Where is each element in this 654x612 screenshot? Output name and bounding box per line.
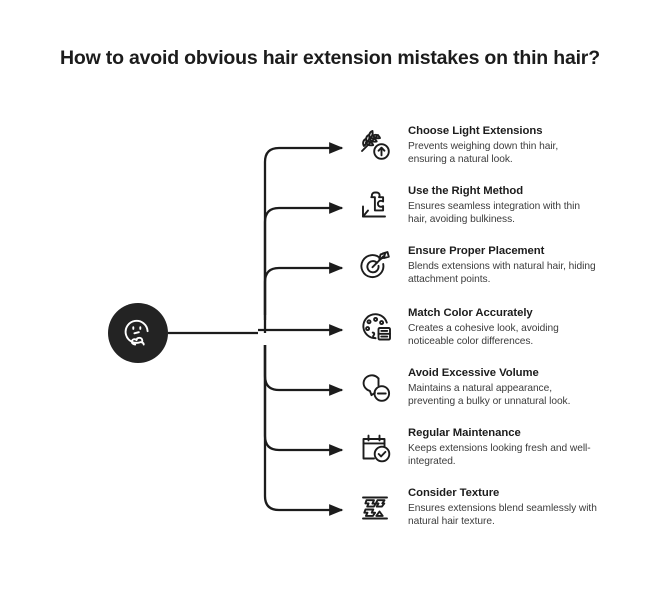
item-heading: Choose Light Extensions xyxy=(408,125,543,137)
item-heading: Avoid Excessive Volume xyxy=(408,367,539,379)
target-dart-icon xyxy=(356,246,396,286)
thinking-face-icon xyxy=(124,319,149,346)
calendar-check-icon xyxy=(356,428,396,468)
item-body: Keeps extensions looking fresh and well-… xyxy=(408,443,591,468)
item-heading: Consider Texture xyxy=(408,487,500,499)
item-body: Ensures seamless integration with thin h… xyxy=(408,201,580,226)
item-heading: Ensure Proper Placement xyxy=(408,245,545,257)
list-item: Consider Texture Ensures extensions blen… xyxy=(356,486,616,542)
page-title: How to avoid obvious hair extension mist… xyxy=(60,47,600,69)
item-heading: Match Color Accurately xyxy=(408,307,533,319)
color-palette-swatch-icon xyxy=(356,308,396,348)
list-item: Avoid Excessive Volume Maintains a natur… xyxy=(356,366,616,422)
puzzle-piece-platform-icon xyxy=(356,186,396,226)
item-heading: Use the Right Method xyxy=(408,185,524,197)
item-heading: Regular Maintenance xyxy=(408,427,521,439)
list-item: Ensure Proper Placement Blends extension… xyxy=(356,244,616,300)
texture-layers-icon xyxy=(356,488,396,528)
item-body: Maintains a natural appearance, preventi… xyxy=(408,383,571,408)
list-item: Regular Maintenance Keeps extensions loo… xyxy=(356,426,616,482)
hub-node xyxy=(108,303,168,363)
item-body: Prevents weighing down thin hair, ensuri… xyxy=(408,141,559,166)
list-item: Choose Light Extensions Prevents weighin… xyxy=(356,124,616,180)
list-item: Match Color Accurately Creates a cohesiv… xyxy=(356,306,616,362)
item-body: Ensures extensions blend seamlessly with… xyxy=(408,503,597,528)
hair-volume-minus-icon xyxy=(356,368,396,408)
item-body: Creates a cohesive look, avoiding notice… xyxy=(408,323,559,348)
list-item: Use the Right Method Ensures seamless in… xyxy=(356,184,616,240)
item-body: Blends extensions with natural hair, hid… xyxy=(408,261,596,286)
wheat-feather-up-arrow-icon xyxy=(356,126,396,166)
